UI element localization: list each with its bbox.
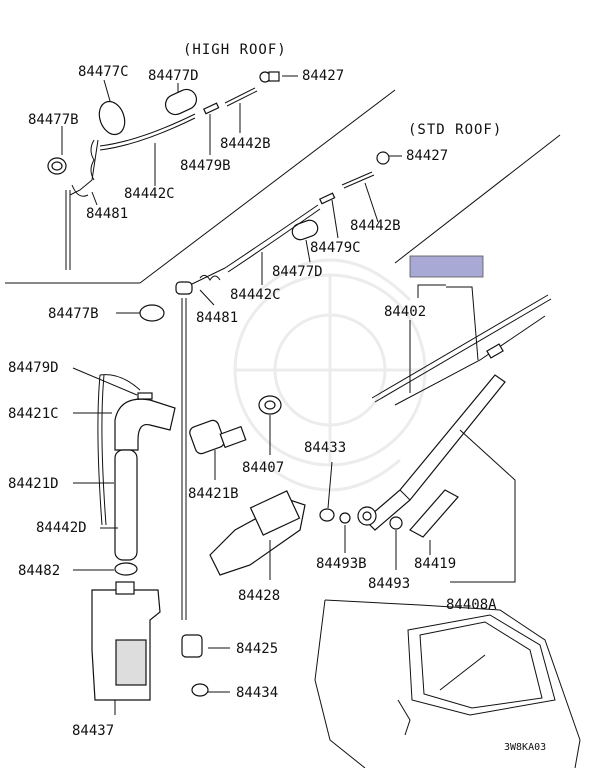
label-84437: 84437	[72, 723, 114, 739]
label-84481-high: 84481	[86, 206, 128, 222]
diagram-code: 3W8KA03	[504, 742, 546, 753]
label-84434: 84434	[236, 685, 278, 701]
label-84477D-high: 84477D	[148, 68, 199, 84]
vehicle-sketch	[314, 599, 581, 768]
label-84481-mid: 84481	[196, 310, 238, 326]
label-84433: 84433	[304, 440, 346, 456]
high-roof-parts	[47, 71, 280, 270]
highlight-box	[409, 255, 484, 278]
label-84419: 84419	[414, 556, 456, 572]
label-84421C: 84421C	[8, 406, 59, 422]
label-84407: 84407	[242, 460, 284, 476]
high-roof-leaders	[61, 75, 402, 314]
label-84428: 84428	[238, 588, 280, 604]
label-84408A: 84408A	[446, 597, 497, 613]
label-84442C-high: 84442C	[124, 186, 175, 202]
label-84477B-mid: 84477B	[48, 306, 99, 322]
label-84427-high: 84427	[302, 68, 344, 84]
wiper-assembly	[319, 255, 552, 583]
section-divider	[5, 89, 561, 284]
label-84421D: 84421D	[8, 476, 59, 492]
label-84425: 84425	[236, 641, 278, 657]
label-84479C: 84479C	[310, 240, 361, 256]
motor-and-tank	[72, 367, 397, 715]
label-84442C-std: 84442C	[230, 287, 281, 303]
label-84477D-std: 84477D	[272, 264, 323, 280]
label-84442B-std: 84442B	[350, 218, 401, 234]
label-84493: 84493	[368, 576, 410, 592]
label-84493B: 84493B	[316, 556, 367, 572]
label-84402: 84402	[384, 304, 426, 320]
label-84442B-high: 84442B	[220, 136, 271, 152]
std-roof-parts	[139, 151, 390, 620]
std-roof-header: (STD ROOF)	[408, 122, 502, 138]
label-84477B-high: 84477B	[28, 112, 79, 128]
label-84442D: 84442D	[36, 520, 87, 536]
label-84421B: 84421B	[188, 486, 239, 502]
high-roof-header: (HIGH ROOF)	[183, 42, 287, 58]
label-84477C: 84477C	[78, 64, 129, 80]
label-84482: 84482	[18, 563, 60, 579]
label-84479B: 84479B	[180, 158, 231, 174]
label-84427-std: 84427	[406, 148, 448, 164]
label-84479D: 84479D	[8, 360, 59, 376]
